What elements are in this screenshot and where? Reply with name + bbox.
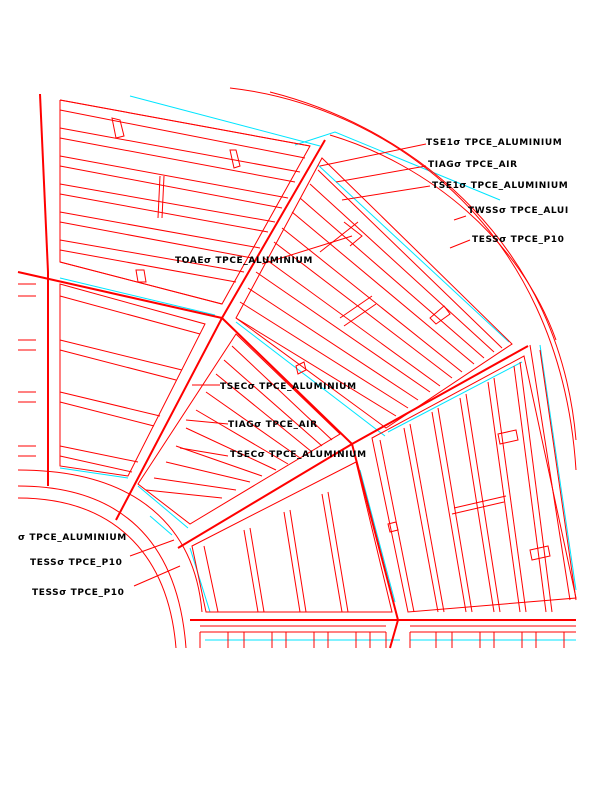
sector-b-outline [235,157,513,429]
sector-b-spacer-2 [429,305,451,325]
label-twss: TWSSσ TPCE_ALUI [468,206,569,216]
leader-tiag-top [335,165,427,183]
sector-e-outline [191,461,393,613]
label-tess-left2: TESSσ TPCE_P10 [32,588,125,598]
sector-b-spacer-3 [295,361,307,375]
inner-arc-3 [17,469,203,613]
cyan-outer-arc-upper [294,131,501,201]
sector-f-spacer-2 [529,545,551,561]
sector-a-spacer-3 [135,269,147,283]
cyan-outer-top-edge [129,95,321,147]
spokes [17,93,576,649]
cyan-outer-right-edge [539,344,577,591]
sector-a-outline [59,99,311,305]
leader-tse1-top [319,143,427,167]
bottom-row-panels [199,625,576,648]
label-tess-right: TESSσ TPCE_P10 [472,235,565,245]
sector-c-panels [18,283,206,477]
sector-a-spacer-1 [111,117,125,139]
outer-arc-5 [529,344,571,601]
leader-tsec-lower [179,447,229,457]
cyan-sector-c-bottom [59,467,129,479]
label-tse1-mid: TSE1σ TPCE_ALUMINIUM [432,181,568,191]
label-tiag-center: TIAGσ TPCE_AIR [228,420,318,430]
sector-f-spacer-1 [497,429,519,445]
spoke-left-top [39,93,49,273]
spoke-center-down [351,443,399,621]
leader-twss [453,215,467,221]
sector-b-divider [339,295,377,327]
spoke-center-b [221,317,353,445]
leader-toae [261,235,353,265]
sector-b-spacer-1 [319,221,363,253]
outer-arc-4 [539,349,577,601]
sector-b-panels [235,157,513,429]
sector-a-panels [59,99,311,305]
leader-tess-right [449,239,471,249]
leader-tess-left1 [129,539,175,557]
label-tess-left1: TESSσ TPCE_P10 [30,558,123,568]
sector-f-outline [371,355,577,613]
sector-c-outline [59,283,206,477]
cyan-sector-b-edge [317,164,510,343]
leader-tiag-center [185,419,229,425]
outer-arc-3 [329,134,557,341]
sector-a-divider [157,175,165,219]
sector-d-panels [137,333,341,525]
label-toae: TOAEσ TPCE_ALUMINIUM [175,256,313,266]
spoke-bottom-stub [389,619,399,649]
spoke-center-lower-left [177,443,353,549]
outer-arc-2 [269,91,577,441]
spoke-center-upper-right [351,345,529,445]
leader-tse1-mid [341,185,431,201]
inner-arc-2 [17,497,177,649]
sector-c-stubs [18,283,36,457]
leader-lines [129,143,471,587]
cyan-edges [59,95,577,641]
cyan-sector-e-edge [359,469,396,603]
outer-arc-1 [229,87,577,471]
sector-f-divider [451,495,507,515]
cyan-sector-e-left [189,547,211,613]
label-tpce-left: σ TPCE_ALUMINIUM [18,533,127,543]
inner-arc-1 [17,485,187,649]
sector-f-panels [371,355,577,613]
spoke-diagonal-main [115,139,326,521]
outer-arcs [17,87,577,649]
label-tsec-lower: TSECσ TPCE_ALUMINIUM [230,450,367,460]
sector-d-outline [137,333,341,525]
sector-a-spacer-2 [229,149,241,169]
cyan-sector-d-bottom [137,485,189,529]
cyan-label-leader [149,515,173,536]
sector-e-panels [191,461,399,613]
label-tsec-upper: TSECσ TPCE_ALUMINIUM [220,382,357,392]
cyan-sector-f-top [387,361,523,433]
cyan-sector-b-bottom [235,321,386,437]
label-tse1-top: TSE1σ TPCE_ALUMINIUM [426,138,562,148]
spoke-horizontal-a [17,271,223,319]
label-tiag-top: TIAGσ TPCE_AIR [428,160,518,170]
leader-tess-left2 [133,565,181,587]
cyan-sector-a-edge [59,277,216,316]
text-labels: TSE1σ TPCE_ALUMINIUM TIAGσ TPCE_AIR TSE1… [18,138,569,598]
